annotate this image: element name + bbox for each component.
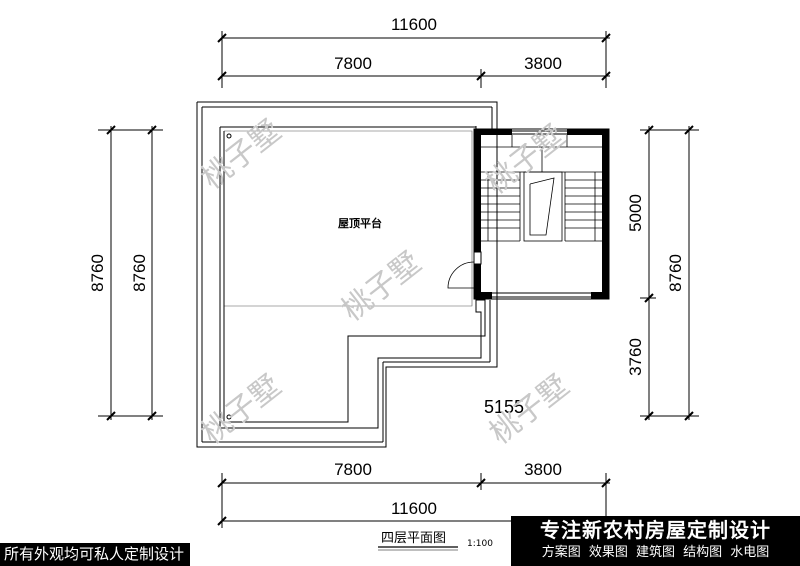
- dim-bottom-left: 7800: [334, 460, 372, 479]
- dim-bottom-right: 3800: [524, 460, 562, 479]
- dim-top-left: 7800: [334, 54, 372, 73]
- dim-left-outer: 8760: [88, 254, 107, 292]
- parapet-outline: [196, 101, 498, 448]
- dim-left-inner: 8760: [130, 254, 149, 292]
- dim-top-total: 11600: [391, 15, 437, 34]
- parapet-inner-line: [219, 126, 482, 429]
- dim-right-total: 8760: [666, 254, 685, 292]
- service-banner-title: 专注新农村房屋定制设计: [540, 518, 771, 542]
- custom-design-banner: 所有外观均可私人定制设计: [0, 543, 191, 566]
- watermark: 桃子墅: [195, 368, 287, 451]
- right-dimension-lines: [640, 125, 699, 421]
- drawing-title: 四层平面图: [381, 531, 446, 546]
- top-dimension-lines: [217, 31, 611, 88]
- service-banner-list: 方案图 效果图 建筑图 结构图 水电图: [541, 545, 770, 560]
- watermark: 桃子墅: [195, 113, 287, 196]
- dim-right-upper: 5000: [626, 194, 645, 232]
- scale-label: 1:100: [467, 539, 493, 549]
- dim-right-lower: 3760: [626, 338, 645, 376]
- dim-top-right: 3800: [524, 54, 562, 73]
- left-dimension-lines: [98, 125, 163, 421]
- room-label-roof-terrace: 屋顶平台: [338, 216, 382, 230]
- level-mark: 5155: [484, 397, 524, 417]
- watermark: 桃子墅: [335, 245, 427, 328]
- stair-tower: [447, 128, 610, 300]
- dim-bottom-total: 11600: [391, 499, 437, 518]
- service-banner: 专注新农村房屋定制设计 方案图 效果图 建筑图 结构图 水电图: [511, 516, 800, 566]
